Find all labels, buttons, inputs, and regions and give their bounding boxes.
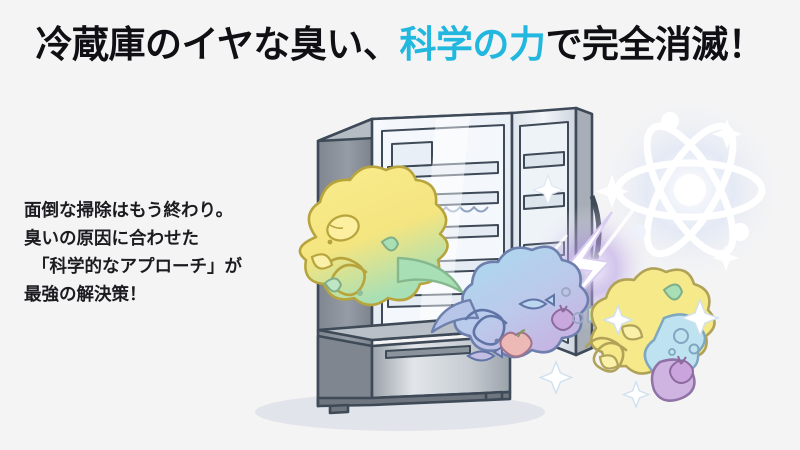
- lemon-slice-icon: [310, 253, 334, 270]
- sparkle-icon: [595, 119, 742, 271]
- atom-electron: [661, 112, 679, 130]
- body-line-4: 最強の解決策！: [24, 284, 147, 304]
- bubble-icon: [494, 338, 500, 344]
- rainbow-odor-cloud: [538, 267, 720, 409]
- onion-icon: [669, 355, 694, 384]
- page-title: 冷蔵庫のイヤな臭い、科学の力で完全消滅！: [0, 22, 800, 68]
- leaf-icon: [662, 283, 684, 301]
- body-copy: 面倒な掃除はもう終わり。 臭いの原因に合わせた 「科学的なアプローチ」が 最強の…: [24, 196, 294, 308]
- leaf-icon: [323, 277, 343, 293]
- fish-odor-cloud: [430, 245, 590, 362]
- onion-icon: [551, 304, 575, 331]
- citrus-odor-cloud: [298, 165, 464, 307]
- bubble-icon: [668, 348, 676, 356]
- lemon-slice-icon: [598, 354, 620, 370]
- headline-part-2: で完全消滅！: [545, 24, 765, 65]
- fridge-drawer: [316, 334, 374, 408]
- bubble-icon: [561, 287, 571, 297]
- body-line-3: 「科学的なアプローチ」が: [32, 256, 242, 276]
- fridge-base: [316, 390, 512, 408]
- fish-icon: [466, 345, 503, 362]
- body-line-1: 面倒な掃除はもう終わり。: [24, 200, 234, 220]
- atom-electron: [731, 223, 749, 241]
- headline-part-1: 冷蔵庫のイヤな臭い、: [35, 24, 400, 65]
- apple-icon: [499, 329, 533, 358]
- fridge-foot: [484, 390, 504, 402]
- bubble-icon: [688, 343, 700, 355]
- sparkle-icon: [531, 173, 565, 207]
- fridge-foot: [328, 403, 350, 415]
- bubble-icon: [572, 312, 584, 324]
- headline-accent: 科学の力: [399, 24, 546, 65]
- atom-nucleus: [674, 174, 706, 206]
- fridge-bin: [391, 141, 433, 168]
- bubble-icon: [357, 290, 363, 296]
- leaf-icon: [380, 236, 400, 252]
- sparkle-icon: [538, 298, 720, 409]
- lemon-slice-icon: [620, 324, 644, 341]
- body-line-2: 臭いの原因に合わせた: [24, 228, 199, 248]
- fridge-drawer-handle: [385, 345, 471, 359]
- bubble-icon: [673, 328, 689, 344]
- bubble-icon: [327, 239, 333, 245]
- fish-icon: [518, 293, 555, 310]
